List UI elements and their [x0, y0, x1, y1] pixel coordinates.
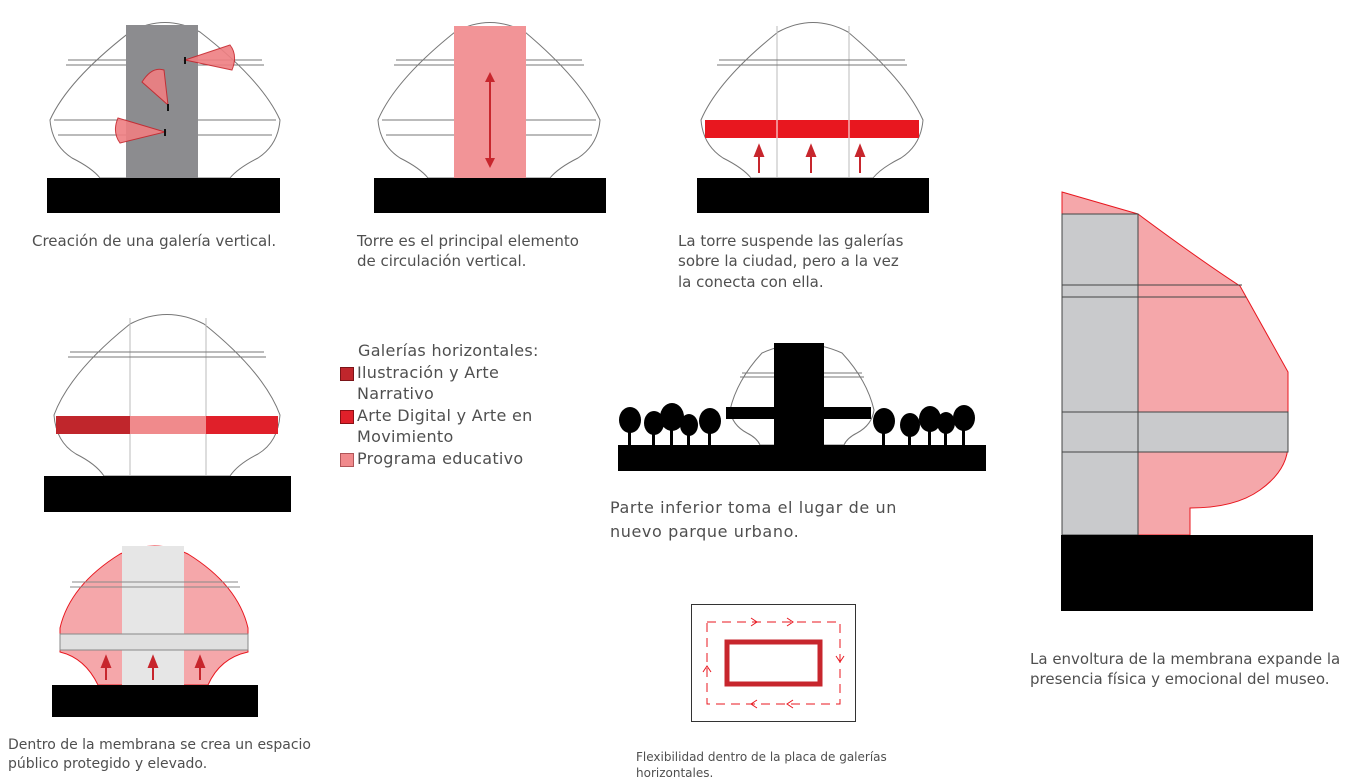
diagram-tower-suspends: [693, 10, 933, 215]
diagram-flexibility-plan: [691, 604, 856, 722]
legend-item: Arte Digital y Arte en Movimiento: [340, 405, 539, 448]
tree-group-left: [619, 403, 721, 445]
tree-group-right: [873, 405, 975, 445]
legend-item: Programa educativo: [340, 448, 539, 470]
caption-membrane-space: Dentro de la membrana se crea un espacio…: [8, 737, 311, 772]
diagram-horizontal-galleries: [42, 300, 294, 515]
legend-swatch: [340, 452, 354, 467]
caption-urban-park: Parte inferior toma el lugar de un nuevo…: [610, 498, 897, 541]
diagram-vertical-gallery: [40, 10, 290, 215]
legend-label: Arte Digital y Arte en Movimiento: [357, 405, 533, 447]
legend-swatch: [340, 409, 354, 424]
legend-swatch: [340, 366, 354, 381]
caption-vertical-gallery: Creación de una galería vertical.: [32, 232, 277, 250]
legend-title: Galerías horizontales:: [358, 341, 539, 360]
diagram-tower-circulation: [370, 10, 610, 215]
caption-tower-suspends: La torre suspende las galerías sobre la …: [678, 232, 904, 291]
diagram-envelope: [1060, 190, 1315, 615]
legend: Galerías horizontales: Ilustración y Art…: [340, 340, 539, 470]
legend-label: Ilustración y Arte Narrativo: [357, 362, 500, 404]
legend-label: Programa educativo: [357, 448, 524, 468]
caption-tower-circulation: Torre es el principal elemento de circul…: [357, 232, 579, 271]
caption-envelope: La envoltura de la membrana expande la p…: [1030, 650, 1341, 689]
caption-flexibility: Flexibilidad dentro de la placa de galer…: [636, 750, 887, 780]
diagram-membrane-space: [50, 540, 260, 720]
diagram-urban-park: [612, 335, 992, 475]
legend-item: Ilustración y Arte Narrativo: [340, 362, 539, 405]
